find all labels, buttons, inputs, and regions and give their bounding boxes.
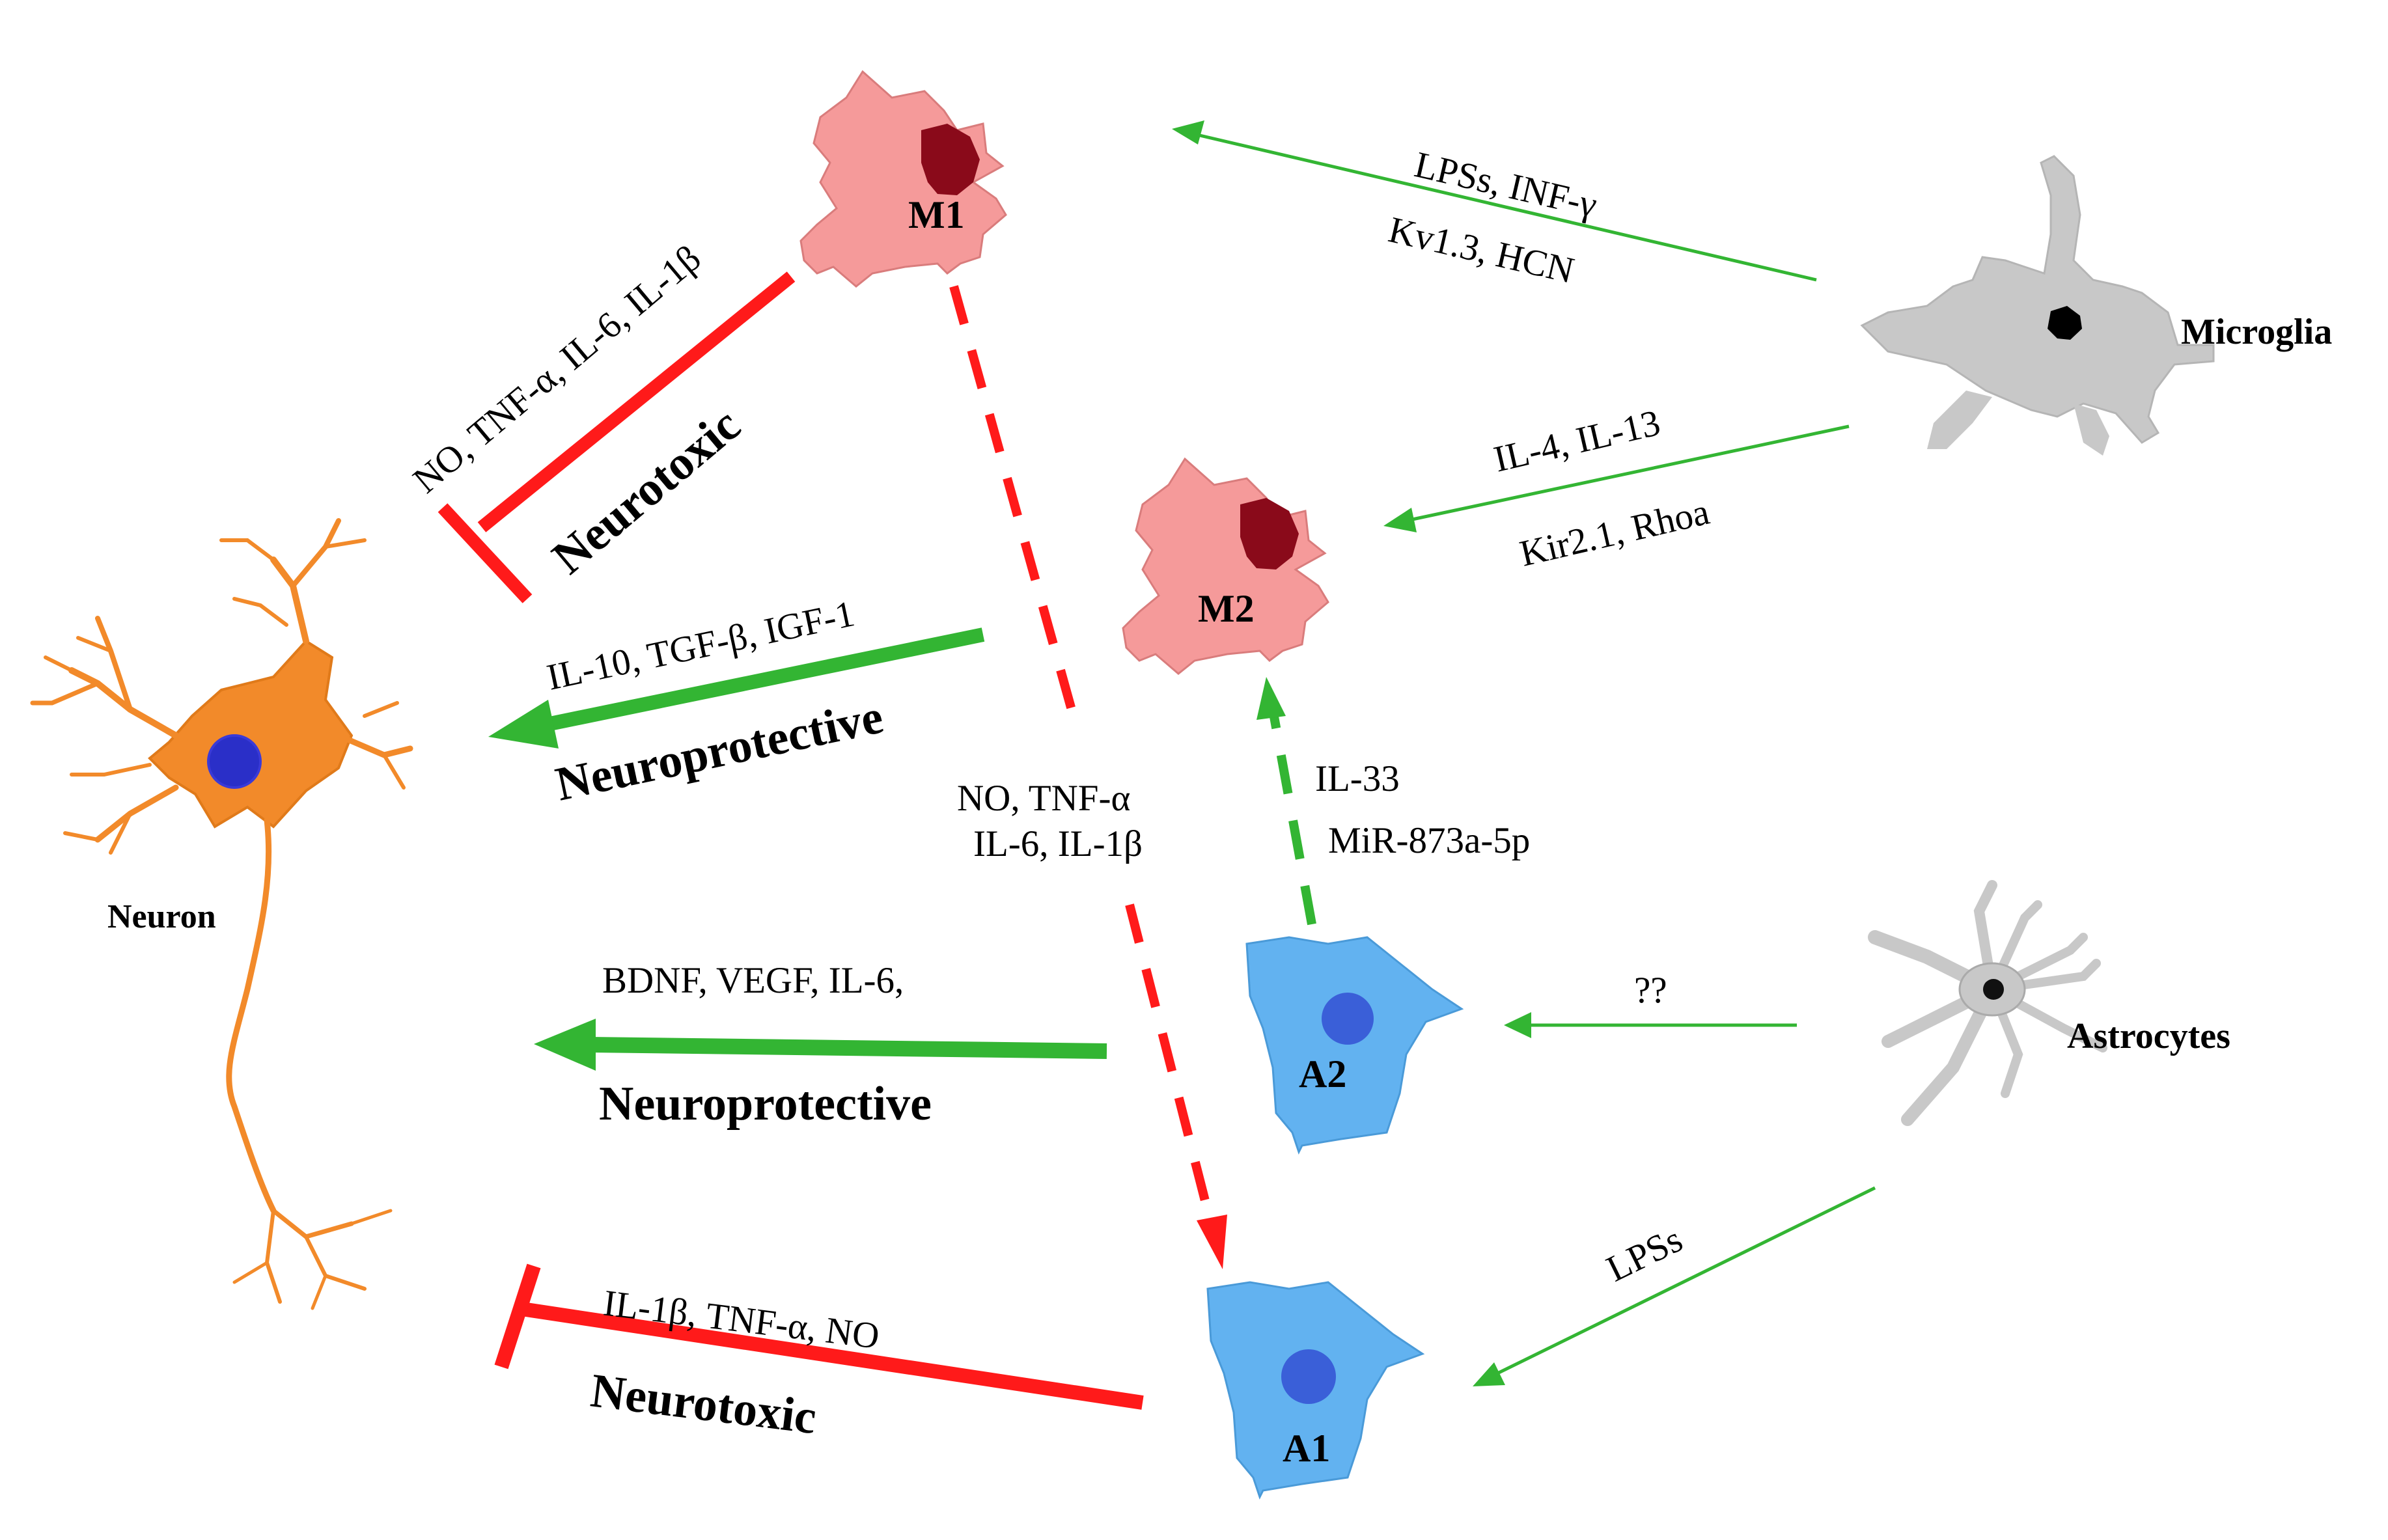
label-astrocytes-to-a2: ??: [1634, 970, 1667, 1011]
m2-nucleus: [1240, 498, 1299, 570]
label-m1-to-neuron-effect: Neurotoxic: [542, 398, 750, 585]
m2-label: M2: [1198, 587, 1255, 630]
label-microglia-to-m1-line2: Kv1.3, HCN: [1385, 209, 1578, 292]
arrow-astrocytes-to-a1: [1473, 1186, 1876, 1386]
label-microglia-to-m2-line1: IL-4, IL-13: [1490, 402, 1664, 480]
arrow-a2-to-neuron: [534, 1019, 1107, 1071]
label-microglia-to-m1-line1: LPSs, INF-γ: [1411, 144, 1601, 225]
neuron-cell: [30, 518, 413, 1310]
m2-cell: [1122, 457, 1329, 675]
astrocytes-label: Astrocytes: [2067, 1016, 2230, 1056]
inhibit-m1-to-neuron: [437, 271, 796, 603]
m1-nucleus: [921, 124, 980, 195]
label-m1-to-a1-line2: IL-6, IL-1β: [973, 823, 1143, 864]
neuron-label: Neuron: [107, 898, 216, 935]
label-microglia-to-m2-line2: Kir2.1, Rhoa: [1516, 491, 1714, 575]
label-a2-to-neuron-effect: Neuroprotective: [599, 1077, 932, 1131]
label-a2-to-m2-line2: MiR-873a-5p: [1328, 820, 1530, 861]
label-a1-to-neuron-effect: Neurotoxic: [588, 1364, 819, 1444]
label-a2-to-m2-line1: IL-33: [1315, 758, 1400, 799]
neuron-nucleus: [207, 734, 262, 789]
microglia-cell: [1860, 155, 2215, 456]
a1-nucleus: [1281, 1349, 1336, 1404]
dashed-arrow-a2-to-m2: [1256, 677, 1316, 926]
arrow-microglia-to-m2: [1383, 424, 1850, 532]
dashed-arrow-m1-to-a1: [949, 285, 1227, 1269]
inhibit-a1-to-neuron: [494, 1263, 1144, 1410]
label-a2-to-neuron-factors: BDNF, VEGF, IL-6,: [602, 960, 904, 1001]
a1-cell: [1206, 1281, 1425, 1500]
microglia-nucleus: [2048, 306, 2082, 340]
m1-cell: [799, 70, 1007, 288]
microglia-label: Microglia: [2181, 312, 2332, 352]
astrocytes-cell: [1868, 880, 2107, 1126]
label-m1-to-a1-line1: NO, TNF-α: [957, 778, 1130, 819]
m1-label: M1: [908, 193, 965, 236]
label-m2-to-neuron-factors: IL-10, TGF-β, IGF-1: [544, 593, 858, 698]
label-astrocytes-to-a1: LPSs: [1600, 1218, 1689, 1289]
arrow-microglia-to-m1: [1172, 120, 1817, 282]
a2-cell: [1245, 936, 1464, 1155]
a2-nucleus: [1322, 993, 1374, 1045]
a1-label: A1: [1283, 1427, 1330, 1470]
arrow-astrocytes-to-a2: [1504, 1012, 1797, 1038]
arrow-m2-to-neuron: [488, 627, 985, 749]
a2-label: A2: [1299, 1052, 1346, 1095]
astrocytes-nucleus: [1983, 979, 2004, 1000]
